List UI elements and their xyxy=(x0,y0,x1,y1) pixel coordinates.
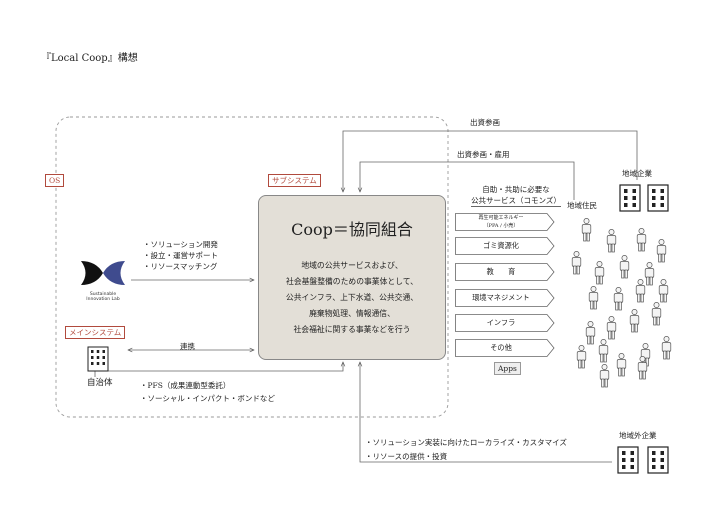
apps-label: Apps xyxy=(494,362,521,375)
municipality-bullets: ・PFS（成果連動型委託） ・ソーシャル・インパクト・ボンドなど xyxy=(140,379,275,405)
service-item-infrastructure: インフラ xyxy=(455,314,555,332)
service-item-label: 環境マネジメント xyxy=(472,293,530,302)
municipality-arrow xyxy=(94,362,343,377)
service-item-label: 再生可能エネルギー （PPA / 小売） xyxy=(455,214,547,232)
outside-bullet: ・リソースの提供・投資 xyxy=(365,452,448,461)
service-item-other: その他 xyxy=(455,339,555,357)
os-boundary xyxy=(55,116,449,418)
services-heading: 自助・共助に必要な 公共サービス（コモンズ） xyxy=(470,184,562,207)
resident-person-icon xyxy=(661,336,672,364)
invest-employ-arrow xyxy=(360,161,575,200)
municipality-bullet: ・PFS（成果連動型委託） xyxy=(140,381,231,390)
resident-person-icon xyxy=(637,356,648,384)
subsystem-tag: サブシステム xyxy=(268,174,321,187)
municipality-label: 自治体 xyxy=(87,378,113,388)
service-item-renewable-energy: 再生可能エネルギー （PPA / 小売） xyxy=(455,213,555,232)
lab-bullet: ・設立・運営サポート xyxy=(143,251,218,260)
lab-logo-text: Innovation Lab xyxy=(86,297,120,302)
resident-person-icon xyxy=(581,218,592,246)
residents-label: 地域住民 xyxy=(567,201,597,210)
municipality-bullet: ・ソーシャル・インパクト・ボンドなど xyxy=(140,394,275,403)
service-item-label: ゴミ資源化 xyxy=(483,241,519,250)
service-item-label: その他 xyxy=(490,343,512,352)
outside-arrow xyxy=(360,362,612,463)
lab-bullet: ・ソリューション開発 xyxy=(143,240,218,249)
resident-person-icon xyxy=(658,279,669,307)
coop-line: 社会福祉に関する事業などを行う xyxy=(293,325,411,334)
resident-person-icon xyxy=(613,287,624,315)
resident-person-icon xyxy=(594,261,605,289)
resident-person-icon xyxy=(606,316,617,344)
resident-person-icon xyxy=(598,339,609,367)
resident-person-icon xyxy=(629,309,640,337)
invest-arrow xyxy=(343,130,638,192)
resident-person-icon xyxy=(635,279,646,307)
coop-line: 公共インフラ、上下水道、公共交通、 xyxy=(285,293,419,302)
resident-person-icon xyxy=(656,239,667,267)
municipality-building-icon xyxy=(87,346,109,376)
service-item-environment: 環境マネジメント xyxy=(455,289,555,307)
services-heading-line: 自助・共助に必要な xyxy=(482,185,550,194)
coop-line: 廃棄物処理、情報通信、 xyxy=(309,309,395,318)
resident-person-icon xyxy=(588,286,599,314)
service-item-label: インフラ xyxy=(486,318,516,327)
page-title: 『Local Coop』構想 xyxy=(41,53,138,64)
os-tag: OS xyxy=(45,174,65,187)
outside-company-building-icon xyxy=(617,446,639,478)
resident-person-icon xyxy=(644,262,655,290)
local-companies-label: 地域企業 xyxy=(622,169,652,178)
local-company-building-icon xyxy=(647,184,669,216)
invest-employ-label: 出資参画・雇用 xyxy=(457,150,510,159)
coop-line: 社会基盤整備のための事業体として、 xyxy=(286,277,418,286)
outside-companies-label: 地域外企業 xyxy=(619,431,657,440)
resident-person-icon xyxy=(585,321,596,349)
lab-logo: Sustainable Innovation Lab xyxy=(78,258,128,306)
lab-logo-text: Sustainable xyxy=(89,292,117,297)
resident-person-icon xyxy=(651,302,662,330)
service-item-waste: ゴミ資源化 xyxy=(455,237,555,255)
outside-company-building-icon xyxy=(647,446,669,478)
lab-bullet: ・リソースマッチング xyxy=(143,262,218,271)
services-heading-line: 公共サービス（コモンズ） xyxy=(471,196,561,207)
outside-bullets: ・ソリューション実装に向けたローカライズ・カスタマイズ ・リソースの提供・投資 xyxy=(365,436,567,464)
service-item-line: （PPA / 小売） xyxy=(483,223,519,229)
resident-person-icon xyxy=(619,255,630,283)
coop-line: 地域の公共サービスおよび、 xyxy=(301,261,403,270)
service-item-education: 教 育 xyxy=(455,263,555,281)
service-item-label: 教 育 xyxy=(486,267,516,276)
invest-label: 出資参画 xyxy=(470,118,500,127)
resident-person-icon xyxy=(616,353,627,381)
lab-bullets: ・ソリューション開発 ・設立・運営サポート ・リソースマッチング xyxy=(143,239,218,272)
link-label: 連携 xyxy=(180,342,195,351)
service-item-line: 再生可能エネルギー xyxy=(478,215,524,221)
coop-title: Coop＝協同組合 xyxy=(291,220,413,239)
coop-box: Coop＝協同組合 地域の公共サービスおよび、 社会基盤整備のための事業体として… xyxy=(258,195,446,360)
coop-description: 地域の公共サービスおよび、 社会基盤整備のための事業体として、 公共インフラ、上… xyxy=(259,258,445,338)
local-company-building-icon xyxy=(619,184,641,216)
resident-person-icon xyxy=(576,345,587,373)
outside-bullet: ・ソリューション実装に向けたローカライズ・カスタマイズ xyxy=(365,438,567,447)
resident-person-icon xyxy=(606,229,617,257)
resident-person-icon xyxy=(636,228,647,256)
resident-person-icon xyxy=(599,364,610,392)
resident-person-icon xyxy=(571,251,582,279)
main-system-tag: メインシステム xyxy=(65,326,126,339)
